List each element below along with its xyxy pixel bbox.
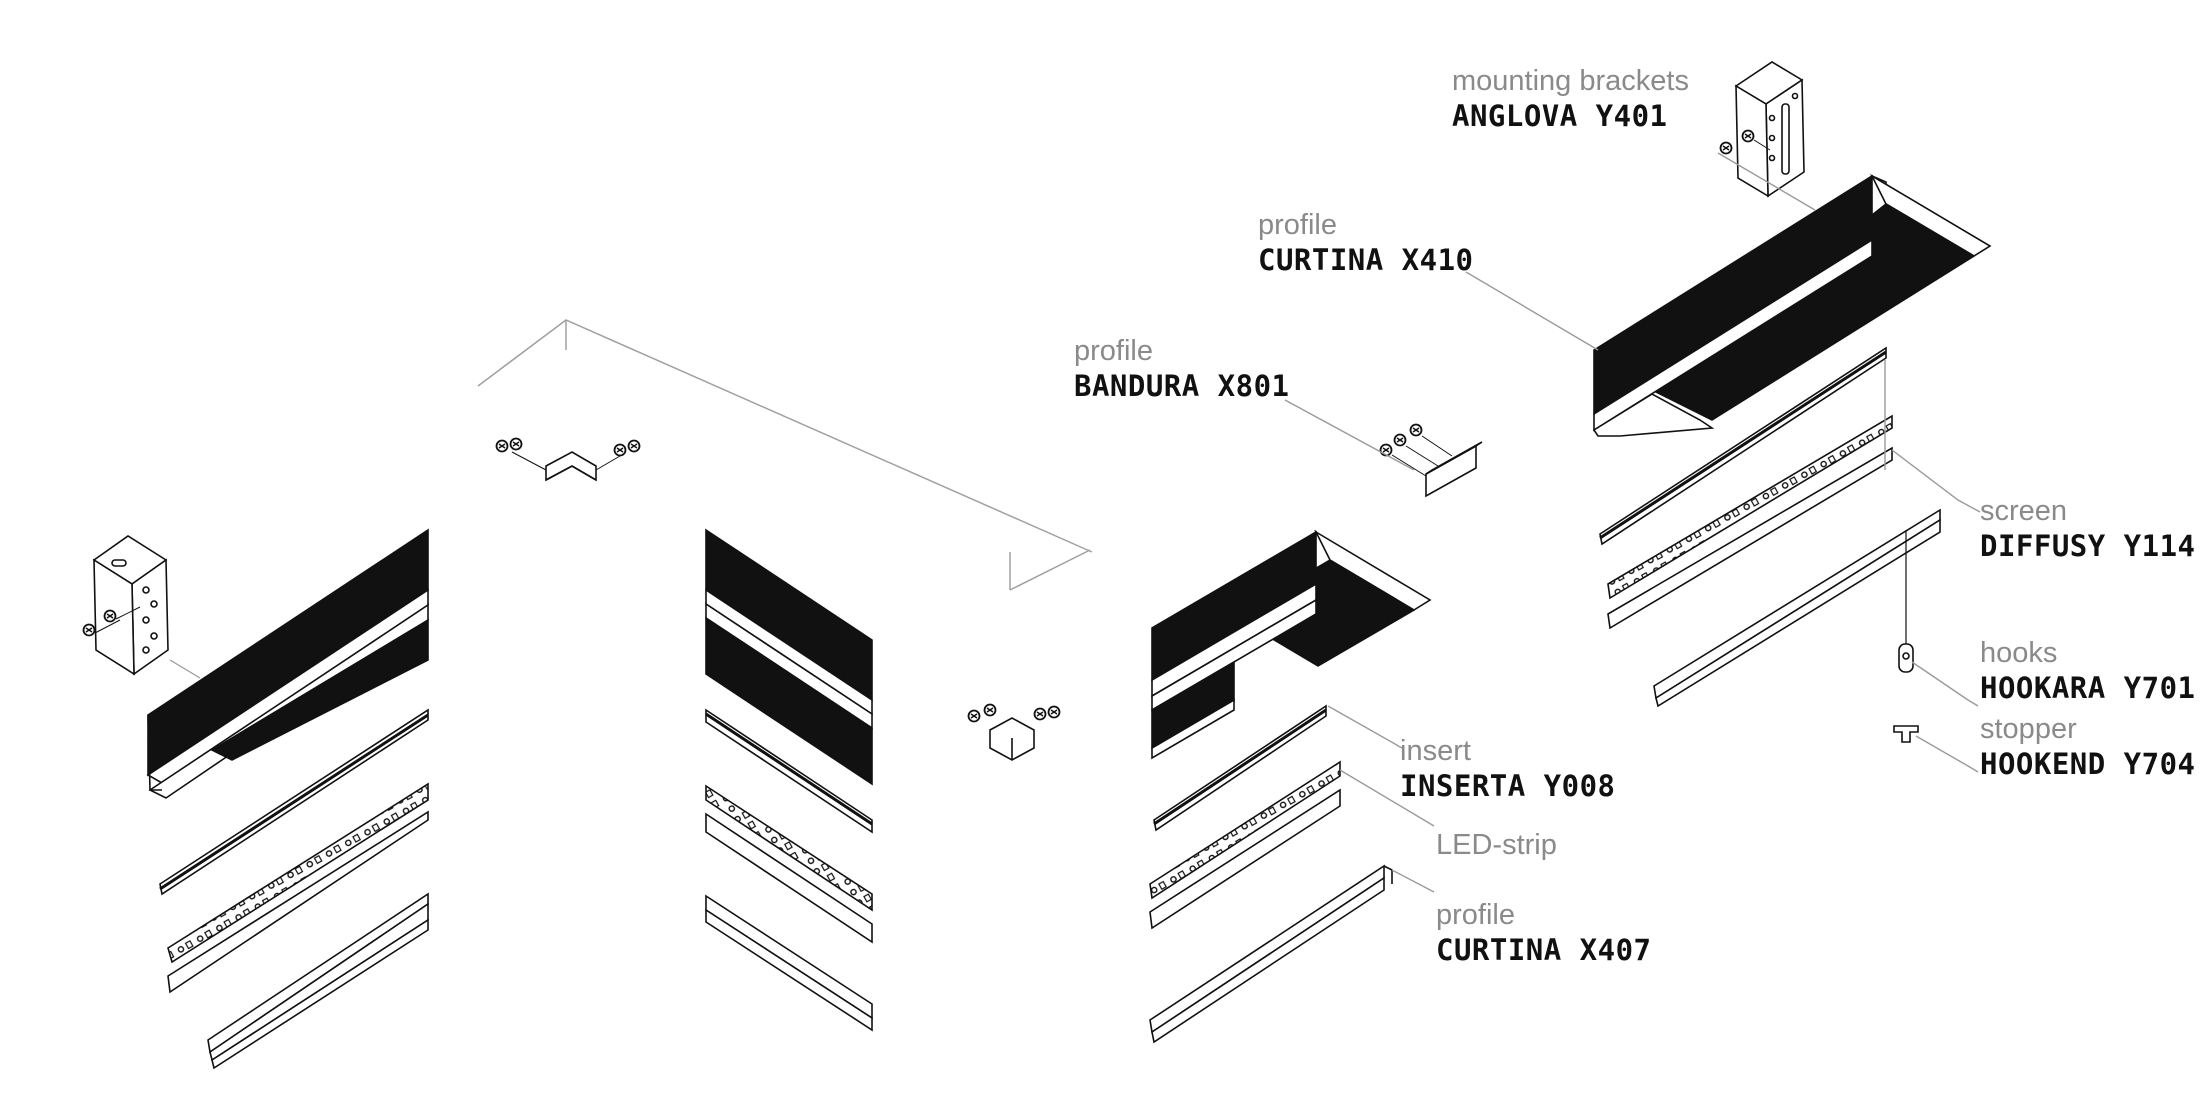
label-sub: hooks [1980,637,2058,669]
screw-icon [613,443,627,457]
hook-icon [1898,643,1914,673]
label-code: HOOKEND Y704 [1980,747,2196,781]
screw-icon [82,623,96,637]
bracket-icon [92,535,169,676]
label-led-strip: LED-strip [1436,828,1557,862]
middle-assembly [1149,529,1432,1044]
ceiling-guide-lines [477,319,1093,591]
screw-icon [495,439,509,453]
screw-icon [1379,443,1393,457]
label-sub: screen [1980,495,2068,527]
left-assembly [82,528,429,1070]
label-sub: mounting brackets [1452,65,1689,97]
label-profile-x407: profile CURTINA X407 [1436,898,1652,968]
top-bracket [1734,61,1805,198]
label-hooks: hooks HOOKARA Y701 [1980,636,2196,706]
label-stopper: stopper HOOKEND Y704 [1980,712,2196,782]
stopper-icon [1893,725,1919,743]
end-cap-icon [1425,441,1483,498]
label-code: ANGLOVA Y401 [1452,99,1668,133]
corner-connector-icon [545,451,597,482]
profile-x410-left [146,528,429,799]
label-sub: LED-strip [1436,829,1557,861]
label-sub: stopper [1980,713,2077,745]
label-code: INSERTA Y008 [1400,769,1616,803]
label-profile-x410: profile CURTINA X410 [1258,208,1474,278]
label-profile-x801: profile BANDURA X801 [1074,334,1290,404]
led-strip-left [167,782,429,964]
screw-icon [1393,433,1407,447]
label-code: HOOKARA Y701 [1980,671,2196,705]
screw-icon [1719,141,1733,155]
screw-icon [509,437,523,451]
label-sub: insert [1400,735,1471,767]
label-code: DIFFUSY Y114 [1980,529,2196,563]
top-assembly [1592,173,1992,708]
label-code: CURTINA X410 [1258,243,1474,277]
leader-lines [1284,152,1981,893]
screw-icon [1741,129,1755,143]
label-insert: insert INSERTA Y008 [1400,734,1616,804]
label-screen: screen DIFFUSY Y114 [1980,494,2196,564]
screw-icon [983,703,997,717]
screw-icon [1047,705,1061,719]
center-assembly [705,528,873,1032]
label-sub: profile [1074,335,1153,367]
screw-icon [967,709,981,723]
screw-icon [1409,423,1423,437]
label-sub: profile [1258,209,1337,241]
label-code: CURTINA X407 [1436,933,1652,967]
label-mounting-brackets: mounting brackets ANGLOVA Y401 [1452,64,1689,134]
label-sub: profile [1436,899,1515,931]
label-code: BANDURA X801 [1074,369,1290,403]
screw-icon [627,439,641,453]
screen-left [167,810,429,994]
screw-icon [1033,707,1047,721]
corner-connector-icon [989,717,1035,761]
screw-icon [103,609,117,623]
profile-x407-left [207,892,429,1070]
